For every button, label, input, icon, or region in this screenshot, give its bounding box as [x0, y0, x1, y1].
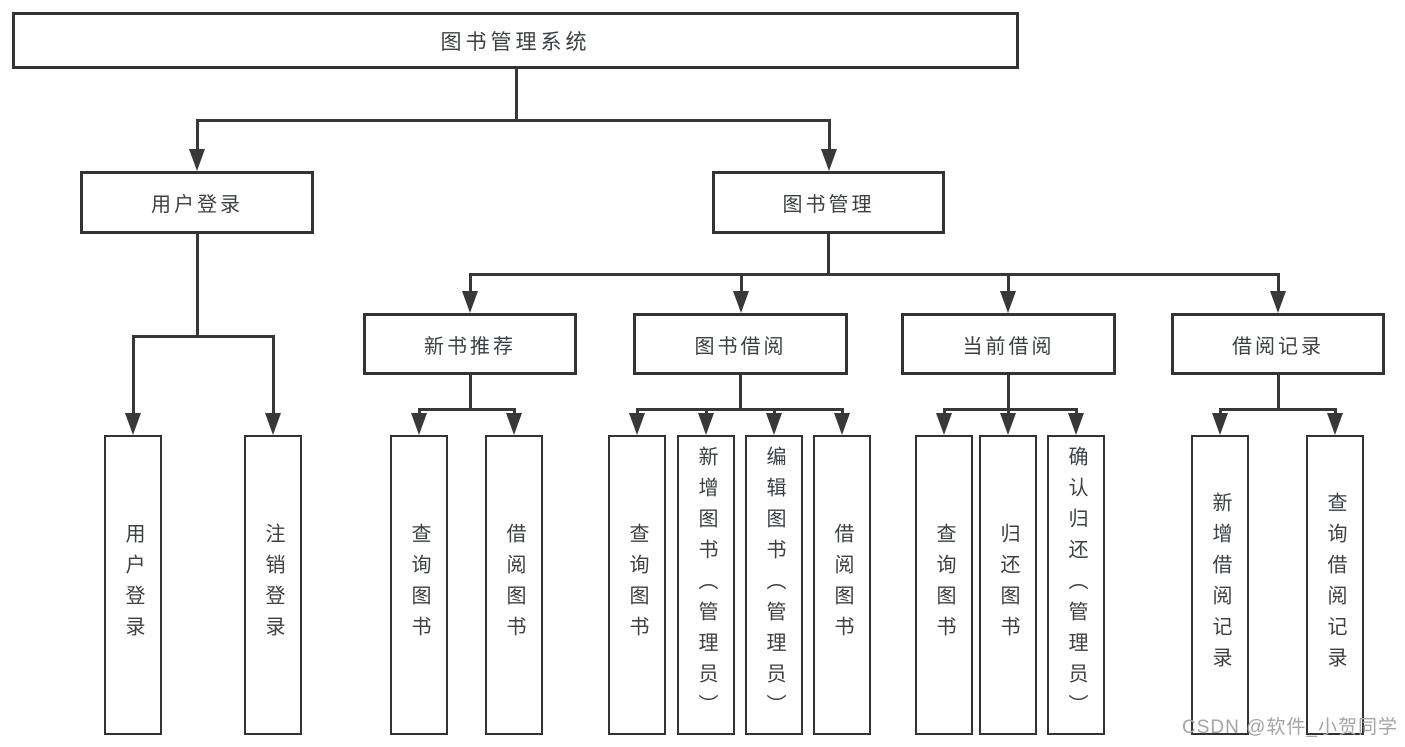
- connector-vline: [827, 119, 831, 149]
- leaf-label: 新增图书（管理员）: [695, 445, 717, 725]
- connector-vline: [826, 234, 830, 273]
- connector-hline: [1218, 408, 1337, 411]
- arrow-down-icon: [733, 291, 749, 313]
- connector-vline: [1276, 375, 1280, 408]
- leaf-label: 借阅图书: [831, 523, 853, 647]
- arrow-down-icon: [1000, 413, 1016, 435]
- connector-hline: [417, 408, 516, 411]
- connector-hline: [468, 273, 1280, 276]
- arrow-down-icon: [1212, 413, 1228, 435]
- connector-vline: [1007, 375, 1010, 408]
- node-label: 图书借阅: [694, 335, 787, 358]
- leaf-label: 查询借阅记录: [1324, 492, 1346, 678]
- node-label: 新书推荐: [424, 335, 516, 358]
- leaf-confirm-return-admin: 确认归还（管理员）: [1047, 435, 1105, 735]
- connector-vline: [195, 234, 199, 335]
- connector-vline: [1333, 408, 1337, 416]
- leaf-query-books-recommend: 查询图书: [390, 435, 448, 735]
- arrow-down-icon: [1068, 413, 1084, 435]
- leaf-label: 借阅图书: [503, 523, 525, 647]
- leaf-query-books-current: 查询图书: [915, 435, 973, 735]
- leaf-query-books-borrow: 查询图书: [608, 435, 666, 735]
- leaf-label: 查询图书: [626, 523, 648, 647]
- leaf-add-borrow-record: 新增借阅记录: [1191, 435, 1249, 735]
- csdn-watermark: CSDN @软件_小贺同学: [1182, 717, 1398, 738]
- connector-vline: [1218, 408, 1222, 416]
- connector-hline: [131, 335, 275, 338]
- leaf-query-borrow-record: 查询借阅记录: [1306, 435, 1364, 735]
- node-book-management: 图书管理: [712, 171, 945, 234]
- leaf-label: 用户登录: [122, 523, 144, 647]
- arrow-down-icon: [834, 413, 850, 435]
- arrow-down-icon: [1000, 291, 1016, 313]
- arrow-down-icon: [125, 413, 141, 435]
- leaf-label: 查询图书: [933, 523, 955, 647]
- connector-vline: [271, 335, 275, 413]
- connector-vline: [739, 273, 743, 291]
- connector-vline: [1074, 408, 1078, 416]
- connector-vline: [772, 408, 776, 416]
- leaf-return-books: 归还图书: [979, 435, 1037, 735]
- arrow-down-icon: [189, 149, 205, 171]
- connector-vline: [1006, 273, 1010, 291]
- node-label: 图书管理系统: [440, 30, 591, 54]
- arrow-down-icon: [698, 413, 714, 435]
- node-book-borrow: 图书借阅: [633, 313, 848, 375]
- leaf-borrow-books: 借阅图书: [813, 435, 871, 735]
- node-user-login: 用户登录: [80, 171, 314, 234]
- connector-vline: [1006, 408, 1010, 416]
- connector-vline: [417, 408, 421, 416]
- leaf-label: 编辑图书（管理员）: [763, 445, 785, 725]
- node-current-borrow: 当前借阅: [901, 313, 1116, 375]
- connector-vline: [468, 273, 472, 291]
- connector-hline: [195, 119, 831, 122]
- connector-vline: [195, 119, 199, 149]
- arrow-down-icon: [821, 149, 837, 171]
- connector-vline: [131, 335, 135, 413]
- leaf-label: 查询图书: [408, 523, 430, 647]
- connector-vline: [704, 408, 708, 416]
- connector-vline: [942, 408, 946, 416]
- node-label: 借阅记录: [1232, 335, 1324, 358]
- node-label: 当前借阅: [962, 335, 1055, 358]
- connector-vline: [635, 408, 639, 416]
- leaf-add-book-admin: 新增图书（管理员）: [677, 435, 735, 735]
- connector-vline: [739, 375, 742, 408]
- arrow-down-icon: [411, 413, 427, 435]
- node-label: 用户登录: [151, 194, 243, 216]
- leaf-borrow-books-recommend: 借阅图书: [485, 435, 543, 735]
- leaf-user-login: 用户登录: [104, 435, 162, 735]
- leaf-label: 新增借阅记录: [1209, 492, 1231, 678]
- connector-vline: [1276, 273, 1280, 291]
- connector-vline: [840, 408, 844, 416]
- node-library-management-system: 图书管理系统: [12, 12, 1019, 69]
- leaf-label: 归还图书: [997, 523, 1019, 647]
- node-new-book-recommend: 新书推荐: [363, 313, 577, 375]
- arrow-down-icon: [766, 413, 782, 435]
- leaf-label: 注销登录: [262, 523, 284, 647]
- arrow-down-icon: [629, 413, 645, 435]
- arrow-down-icon: [1327, 413, 1343, 435]
- connector-vline: [468, 375, 472, 408]
- node-label: 图书管理: [782, 194, 875, 216]
- arrow-down-icon: [506, 413, 522, 435]
- leaf-logout: 注销登录: [244, 435, 302, 735]
- arrow-down-icon: [265, 413, 281, 435]
- arrow-down-icon: [1270, 291, 1286, 313]
- leaf-label: 确认归还（管理员）: [1065, 445, 1087, 725]
- connector-hline: [635, 408, 844, 411]
- node-borrow-records: 借阅记录: [1171, 313, 1385, 375]
- connector-vline: [512, 408, 516, 416]
- connector-hline: [942, 408, 1078, 411]
- connector-vline: [515, 69, 518, 119]
- leaf-edit-book-admin: 编辑图书（管理员）: [745, 435, 803, 735]
- arrow-down-icon: [462, 291, 478, 313]
- arrow-down-icon: [936, 413, 952, 435]
